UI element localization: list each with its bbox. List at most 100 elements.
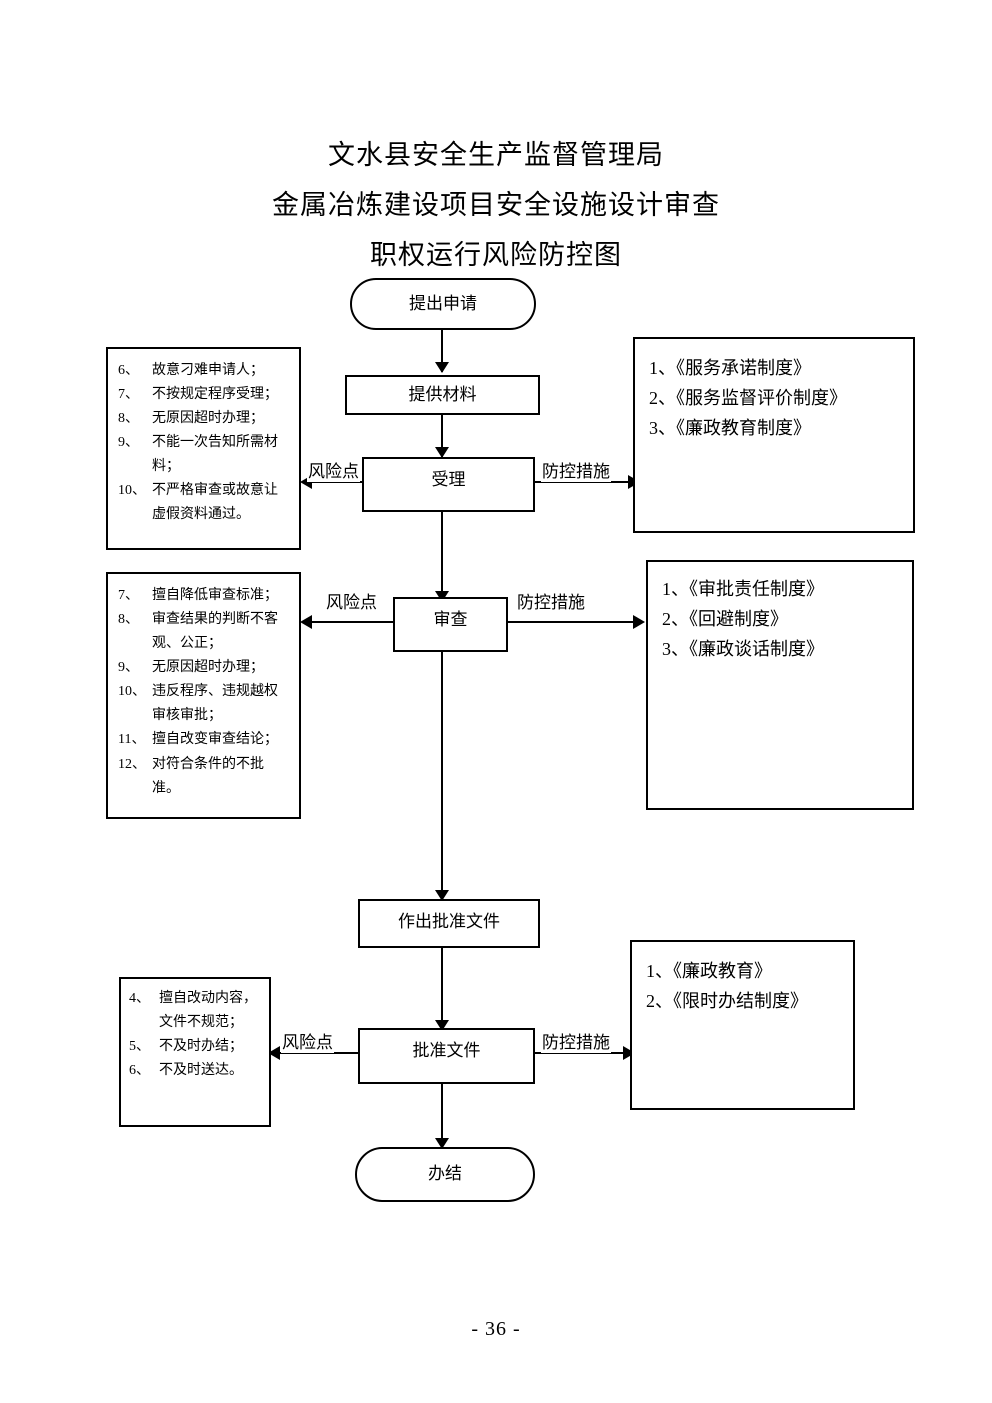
risk-item: 10、 违反程序、违规越权审核审批；	[118, 680, 291, 728]
risk-item: 4、 擅自改动内容，文件不规范；	[129, 987, 263, 1035]
connector-accept-measure-line	[535, 481, 635, 483]
arrow-review-to-make-doc	[435, 890, 449, 901]
edge-label-measure-review: 防控措施	[516, 588, 586, 613]
risk-item-text: 审查结果的判断不客观、公正；	[152, 612, 278, 652]
risk-panel-review: 7、 擅自降低审查标准； 8、 审查结果的判断不客观、公正； 9、 无原因超时办…	[106, 572, 301, 819]
measure-item: 2、《回避制度》	[662, 609, 788, 630]
risk-item-number: 8、	[118, 612, 139, 628]
risk-item-text: 擅自改变审查结论；	[152, 732, 278, 748]
edge-label-measure-accept: 防控措施	[541, 457, 611, 482]
edge-label-risk-approval: 风险点	[281, 1028, 334, 1053]
risk-item-number: 10、	[118, 684, 146, 700]
connector-accept-to-review	[441, 511, 443, 601]
flow-node-make-approval-document[interactable]: 作出批准文件	[358, 899, 540, 948]
page-title-line-2: 金属冶炼建设项目安全设施设计审查	[272, 190, 720, 220]
arrow-make-doc-to-approval	[435, 1020, 449, 1031]
risk-item-number: 6、	[129, 1063, 150, 1079]
arrow-approval-to-complete	[435, 1138, 449, 1149]
arrow-materials-to-accept	[435, 447, 449, 458]
risk-item: 5、 不及时办结；	[129, 1035, 263, 1059]
page-title-line-1: 文水县安全生产监督管理局	[328, 140, 664, 170]
connector-review-to-make-doc	[441, 651, 443, 901]
risk-item: 6、 不及时送达。	[129, 1059, 263, 1083]
flow-node-label: 办结	[428, 1164, 462, 1184]
risk-item-text: 擅自降低审查标准；	[152, 588, 278, 603]
flow-node-label: 审查	[433, 610, 468, 629]
risk-item-number: 11、	[118, 732, 146, 748]
risk-item-text: 无原因超时办理；	[152, 411, 264, 427]
flow-node-label: 提供材料	[408, 384, 477, 404]
risk-item-text: 不及时送达。	[159, 1063, 243, 1079]
risk-item-number: 12、	[118, 756, 146, 772]
arrow-review-to-risk	[300, 615, 312, 629]
arrow-accept-to-review	[435, 591, 449, 602]
risk-item-number: 7、	[118, 387, 139, 403]
risk-item-number: 5、	[129, 1039, 150, 1055]
connector-make-doc-to-approval	[441, 947, 443, 1031]
page-number: - 36 -	[471, 1318, 521, 1340]
risk-item-number: 7、	[118, 588, 139, 603]
risk-item: 8、 无原因超时办理；	[118, 407, 291, 431]
flow-node-provide-materials[interactable]: 提供材料	[345, 375, 540, 415]
risk-item: 7、 擅自降低审查标准；	[118, 584, 291, 608]
risk-item-number: 10、	[118, 483, 146, 499]
measure-panel-review: 1、《审批责任制度》 2、《回避制度》 3、《廉政谈话制度》	[646, 560, 914, 810]
connector-accept-risk-line	[310, 481, 390, 483]
flow-node-review[interactable]: 审查	[393, 597, 508, 652]
flow-node-label: 受理	[431, 470, 466, 489]
measure-panel-approval-document: 1、《廉政教育》 2、《限时办结制度》	[630, 940, 855, 1110]
flow-node-complete[interactable]: 办结	[355, 1147, 535, 1202]
measure-item: 2、《限时办结制度》	[646, 991, 808, 1012]
risk-item: 9、 不能一次告知所需材料；	[118, 431, 291, 479]
risk-item: 10、 不严格审查或故意让虚假资料通过。	[118, 479, 291, 527]
risk-item: 7、 不按规定程序受理；	[118, 383, 291, 407]
risk-item-text: 擅自改动内容，文件不规范；	[159, 991, 257, 1031]
risk-item-text: 对符合条件的不批准。	[152, 756, 264, 796]
risk-item: 8、 审查结果的判断不客观、公正；	[118, 608, 291, 656]
risk-item-number: 8、	[118, 411, 139, 427]
edge-label-measure-approval: 防控措施	[541, 1028, 611, 1053]
flow-node-accept[interactable]: 受理	[362, 457, 535, 512]
risk-item-text: 违反程序、违规越权审核审批；	[152, 684, 278, 724]
risk-item-number: 6、	[118, 363, 139, 378]
risk-item: 6、 故意刁难申请人；	[118, 359, 291, 383]
risk-item: 9、 无原因超时办理；	[118, 656, 291, 680]
arrow-approval-to-risk	[268, 1046, 280, 1060]
risk-item-text: 不及时办结；	[159, 1039, 243, 1055]
connector-approval-to-complete	[441, 1083, 443, 1147]
connector-review-measure-line	[508, 621, 638, 623]
risk-item-number: 9、	[118, 435, 139, 451]
risk-item-number: 9、	[118, 660, 139, 676]
risk-item: 12、 对符合条件的不批准。	[118, 753, 291, 801]
page-title-line-3: 职权运行风险防控图	[370, 240, 622, 270]
measure-item: 1、《审批责任制度》	[662, 579, 824, 599]
risk-item-text: 不能一次告知所需材料；	[152, 435, 278, 475]
measure-item: 3、《廉政谈话制度》	[662, 639, 824, 660]
connector-approval-measure-line	[535, 1052, 630, 1054]
measure-item: 1、《服务承诺制度》	[649, 358, 811, 378]
flow-node-approval-document[interactable]: 批准文件	[358, 1028, 535, 1084]
connector-approval-risk-line	[278, 1052, 358, 1054]
flow-node-label: 作出批准文件	[398, 912, 500, 931]
flow-node-submit-application[interactable]: 提出申请	[350, 278, 536, 330]
arrow-review-to-measure	[633, 615, 645, 629]
risk-item-text: 无原因超时办理；	[152, 660, 264, 676]
arrow-submit-to-materials	[435, 362, 449, 373]
measure-item: 3、《廉政教育制度》	[649, 418, 811, 439]
connector-review-risk-line	[310, 621, 395, 623]
risk-item-text: 不按规定程序受理；	[152, 387, 278, 403]
edge-label-risk-accept: 风险点	[307, 457, 360, 482]
flow-node-label: 提出申请	[409, 293, 477, 313]
measure-item: 1、《廉政教育》	[646, 961, 772, 981]
edge-label-risk-review: 风险点	[325, 588, 378, 613]
risk-item-number: 4、	[129, 991, 150, 1006]
measure-panel-accept: 1、《服务承诺制度》 2、《服务监督评价制度》 3、《廉政教育制度》	[633, 337, 915, 533]
flow-node-label: 批准文件	[412, 1041, 481, 1060]
connector-materials-to-accept	[441, 414, 443, 458]
risk-item-text: 不严格审查或故意让虚假资料通过。	[152, 483, 278, 523]
risk-panel-approval-document: 4、 擅自改动内容，文件不规范； 5、 不及时办结； 6、 不及时送达。	[119, 977, 271, 1127]
risk-panel-accept: 6、 故意刁难申请人； 7、 不按规定程序受理； 8、 无原因超时办理； 9、 …	[106, 347, 301, 550]
risk-item: 11、 擅自改变审查结论；	[118, 728, 291, 752]
risk-item-text: 故意刁难申请人；	[152, 363, 264, 378]
